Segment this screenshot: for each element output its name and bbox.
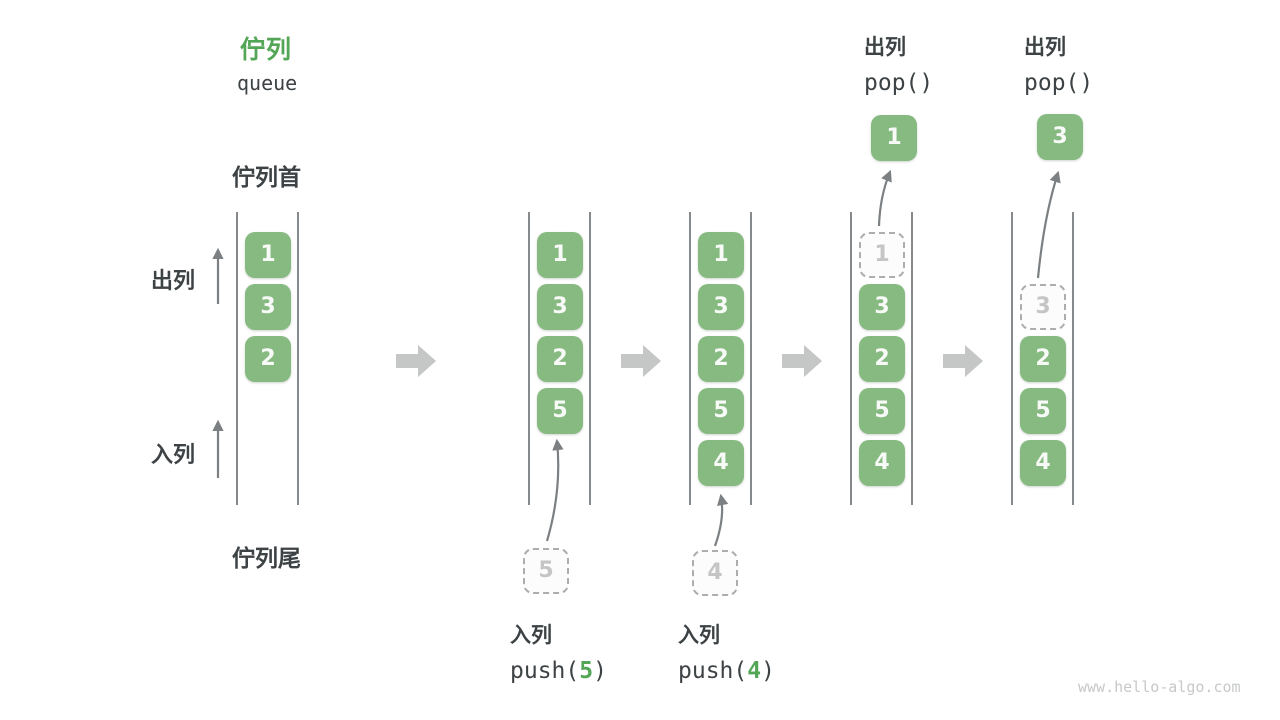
operation-code-text: push(4)	[678, 658, 775, 684]
queue-cell: 1	[537, 232, 583, 278]
queue-rear-label: 佇列尾	[232, 545, 301, 571]
operation-label: 入列 push(5)	[510, 619, 607, 684]
staged-cell: 5	[523, 548, 569, 594]
queue-cell: 2	[537, 336, 583, 382]
queue-cell: 3	[537, 284, 583, 330]
operation-code-text: pop()	[1024, 70, 1094, 96]
operation-arrow-icon	[1036, 170, 1061, 279]
queue-cell: 2	[698, 336, 744, 382]
next-step-arrow-icon	[396, 345, 436, 377]
queue-cell: 2	[245, 336, 291, 382]
queue-front-label: 佇列首	[232, 164, 301, 190]
next-step-arrow-icon	[782, 345, 822, 377]
queue-cell: 3	[698, 284, 744, 330]
queue-cell: 3	[859, 284, 905, 330]
next-step-arrow-icon	[621, 345, 661, 377]
operation-label: 入列 push(4)	[678, 619, 775, 684]
queue-cell: 1	[698, 232, 744, 278]
operation-action-text: 出列	[1024, 36, 1066, 59]
page-title: 佇列	[240, 36, 293, 64]
operation-action-text: 入列	[678, 624, 720, 647]
popped-cell: 3	[1037, 114, 1083, 160]
operation-arrow-icon	[877, 169, 892, 227]
queue-cell: 1	[245, 232, 291, 278]
queue-cell: 4	[859, 440, 905, 486]
queue-cell: 5	[1020, 388, 1066, 434]
operation-action-text: 入列	[510, 624, 552, 647]
operation-arrow-icon	[545, 438, 564, 542]
operation-action-text: 出列	[864, 36, 906, 59]
queue-cell: 5	[859, 388, 905, 434]
page-subtitle: queue	[237, 71, 298, 95]
watermark: www.hello-algo.com	[1078, 678, 1241, 696]
queue-cell: 5	[698, 388, 744, 434]
staged-cell: 4	[692, 550, 738, 596]
queue-cell: 2	[859, 336, 905, 382]
ghost-cell: 3	[1020, 284, 1066, 330]
queue-cell: 4	[698, 440, 744, 486]
queue-cell: 4	[1020, 440, 1066, 486]
queue-cell: 3	[245, 284, 291, 330]
operation-label: 出列 pop()	[864, 31, 933, 96]
operation-argument: 5	[579, 658, 594, 684]
operation-code-text: push(5)	[510, 658, 607, 684]
popped-cell: 1	[871, 115, 917, 161]
operation-code-text: pop()	[864, 70, 934, 96]
dequeue-label: 出列	[151, 268, 196, 293]
queue-cell: 2	[1020, 336, 1066, 382]
enqueue-label: 入列	[151, 442, 196, 467]
operation-argument: 4	[747, 658, 762, 684]
ghost-cell: 1	[859, 232, 905, 278]
operation-arrow-icon	[713, 493, 729, 547]
operation-label: 出列 pop()	[1024, 31, 1093, 96]
queue-cell: 5	[537, 388, 583, 434]
next-step-arrow-icon	[943, 345, 983, 377]
